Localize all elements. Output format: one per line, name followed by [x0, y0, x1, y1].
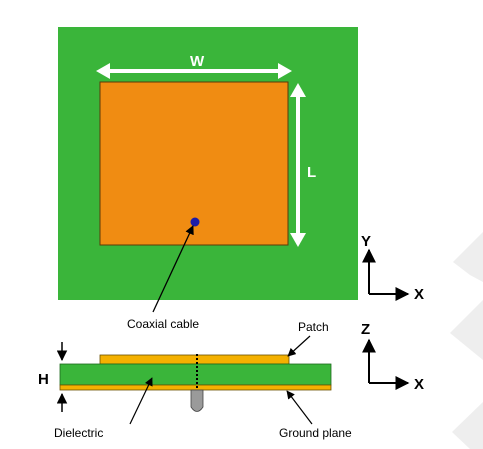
ground-plane-pointer [286, 390, 313, 425]
coaxial-cable-label: Coaxial cable [127, 317, 199, 331]
side-axis-z-label: Z [361, 321, 370, 338]
top-view: W L [58, 27, 358, 300]
patch-label: Patch [298, 320, 329, 334]
ground-plane-label: Ground plane [279, 426, 352, 440]
dielectric-label: Dielectric [54, 426, 103, 440]
patch-side-view [99, 354, 290, 365]
watermark-chevron-middle [450, 300, 483, 360]
watermark-chevron-lower [452, 402, 483, 449]
dielectric-side-view [59, 363, 332, 386]
side-view [59, 354, 332, 412]
watermark-chevron-upper [453, 232, 483, 282]
length-dimension-arrow [290, 83, 306, 247]
feed-point [190, 217, 200, 227]
width-dimension-arrow [96, 63, 292, 79]
top-axis-x-label: X [414, 286, 424, 303]
length-label: L [307, 164, 316, 181]
side-view-axes [362, 338, 410, 390]
height-label: H [38, 371, 49, 388]
side-axis-x-label: X [414, 376, 424, 393]
top-view-axes [362, 248, 410, 301]
coaxial-connector [190, 389, 204, 412]
coaxial-cable-pointer [152, 225, 194, 313]
ground-plane-side-view [59, 384, 332, 391]
watermark-chevrons [450, 232, 483, 449]
patch-pointer [287, 335, 311, 357]
width-label: W [190, 53, 205, 70]
dielectric-pointer [129, 377, 153, 425]
top-axis-y-label: Y [361, 233, 371, 250]
